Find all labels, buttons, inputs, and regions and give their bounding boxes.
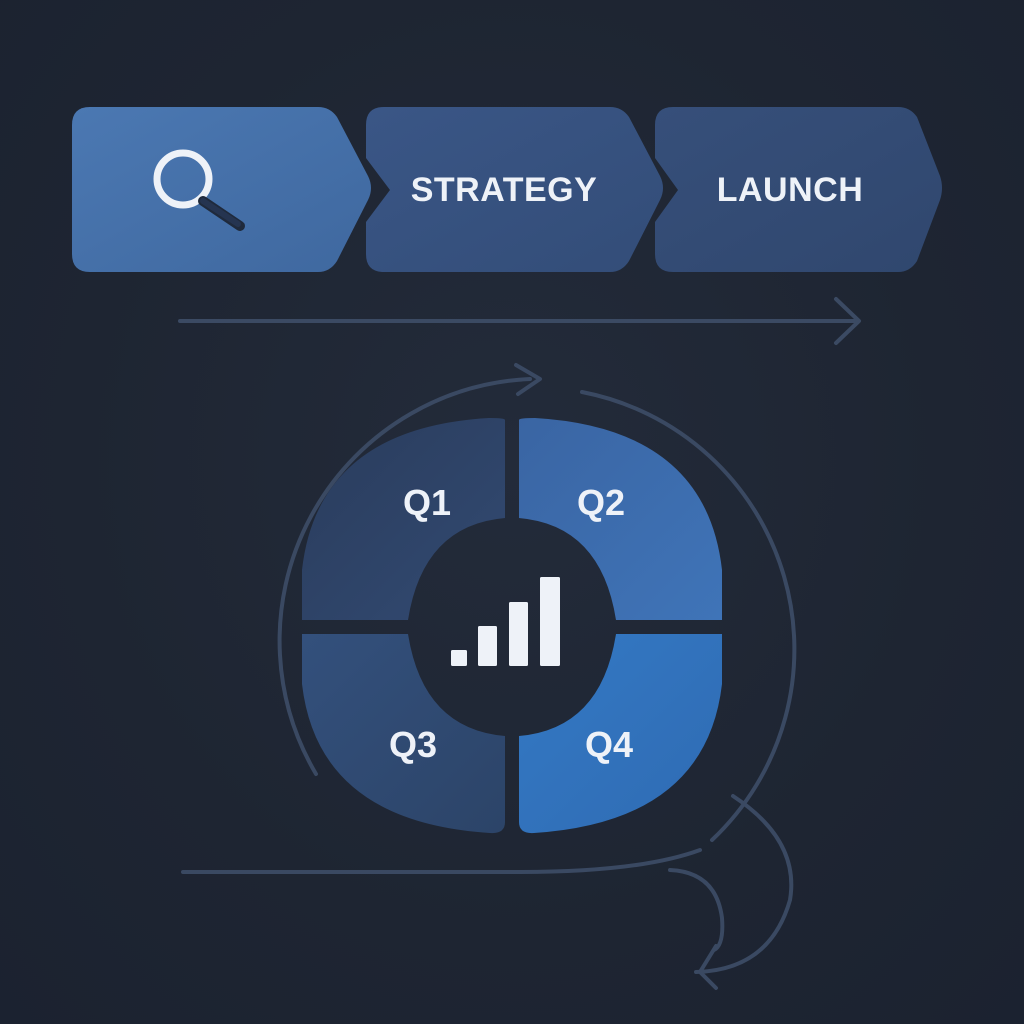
quarter-segment-q2 bbox=[519, 418, 722, 620]
progress-arrow bbox=[178, 297, 861, 345]
quarter-segment-q3 bbox=[302, 634, 505, 834]
quarter-label-q2: Q2 bbox=[577, 482, 625, 523]
stage-strategy: STRATEGY bbox=[366, 107, 663, 272]
stage-chevron-strategy bbox=[366, 107, 663, 272]
cycle-arrows bbox=[181, 363, 797, 990]
bar-chart-bar-3 bbox=[509, 602, 528, 666]
cycle-return-curve-inner bbox=[668, 868, 725, 952]
stage-discover bbox=[72, 107, 371, 272]
bar-chart-bar-4 bbox=[540, 577, 560, 666]
bar-chart-bar-2 bbox=[478, 626, 497, 666]
search-icon bbox=[153, 149, 245, 231]
quarter-segment-q4 bbox=[519, 634, 722, 834]
bar-chart-icon bbox=[451, 577, 560, 666]
quarter-ring: Q1 Q2 Q3 Q4 bbox=[302, 418, 722, 834]
quarter-label-q3: Q3 bbox=[389, 724, 437, 765]
quarter-label-q1: Q1 bbox=[403, 482, 451, 523]
stage-label-launch: LAUNCH bbox=[717, 171, 864, 209]
stage-chevron-discover bbox=[72, 107, 371, 272]
quarter-segment-q1 bbox=[302, 418, 505, 620]
stage-launch: LAUNCH bbox=[655, 107, 942, 272]
bar-chart-bar-1 bbox=[451, 650, 467, 666]
cycle-return-curve bbox=[694, 794, 794, 974]
cycle-arrow-left bbox=[277, 377, 532, 776]
cycle-return-line bbox=[181, 848, 702, 874]
cycle-return-head bbox=[698, 944, 718, 990]
stage-label-strategy: STRATEGY bbox=[411, 171, 598, 209]
cycle-arrow-right bbox=[580, 390, 797, 842]
stage-chevron-launch bbox=[655, 107, 942, 272]
quarter-label-q4: Q4 bbox=[585, 724, 633, 765]
cycle-arrow-left-head bbox=[514, 363, 542, 396]
